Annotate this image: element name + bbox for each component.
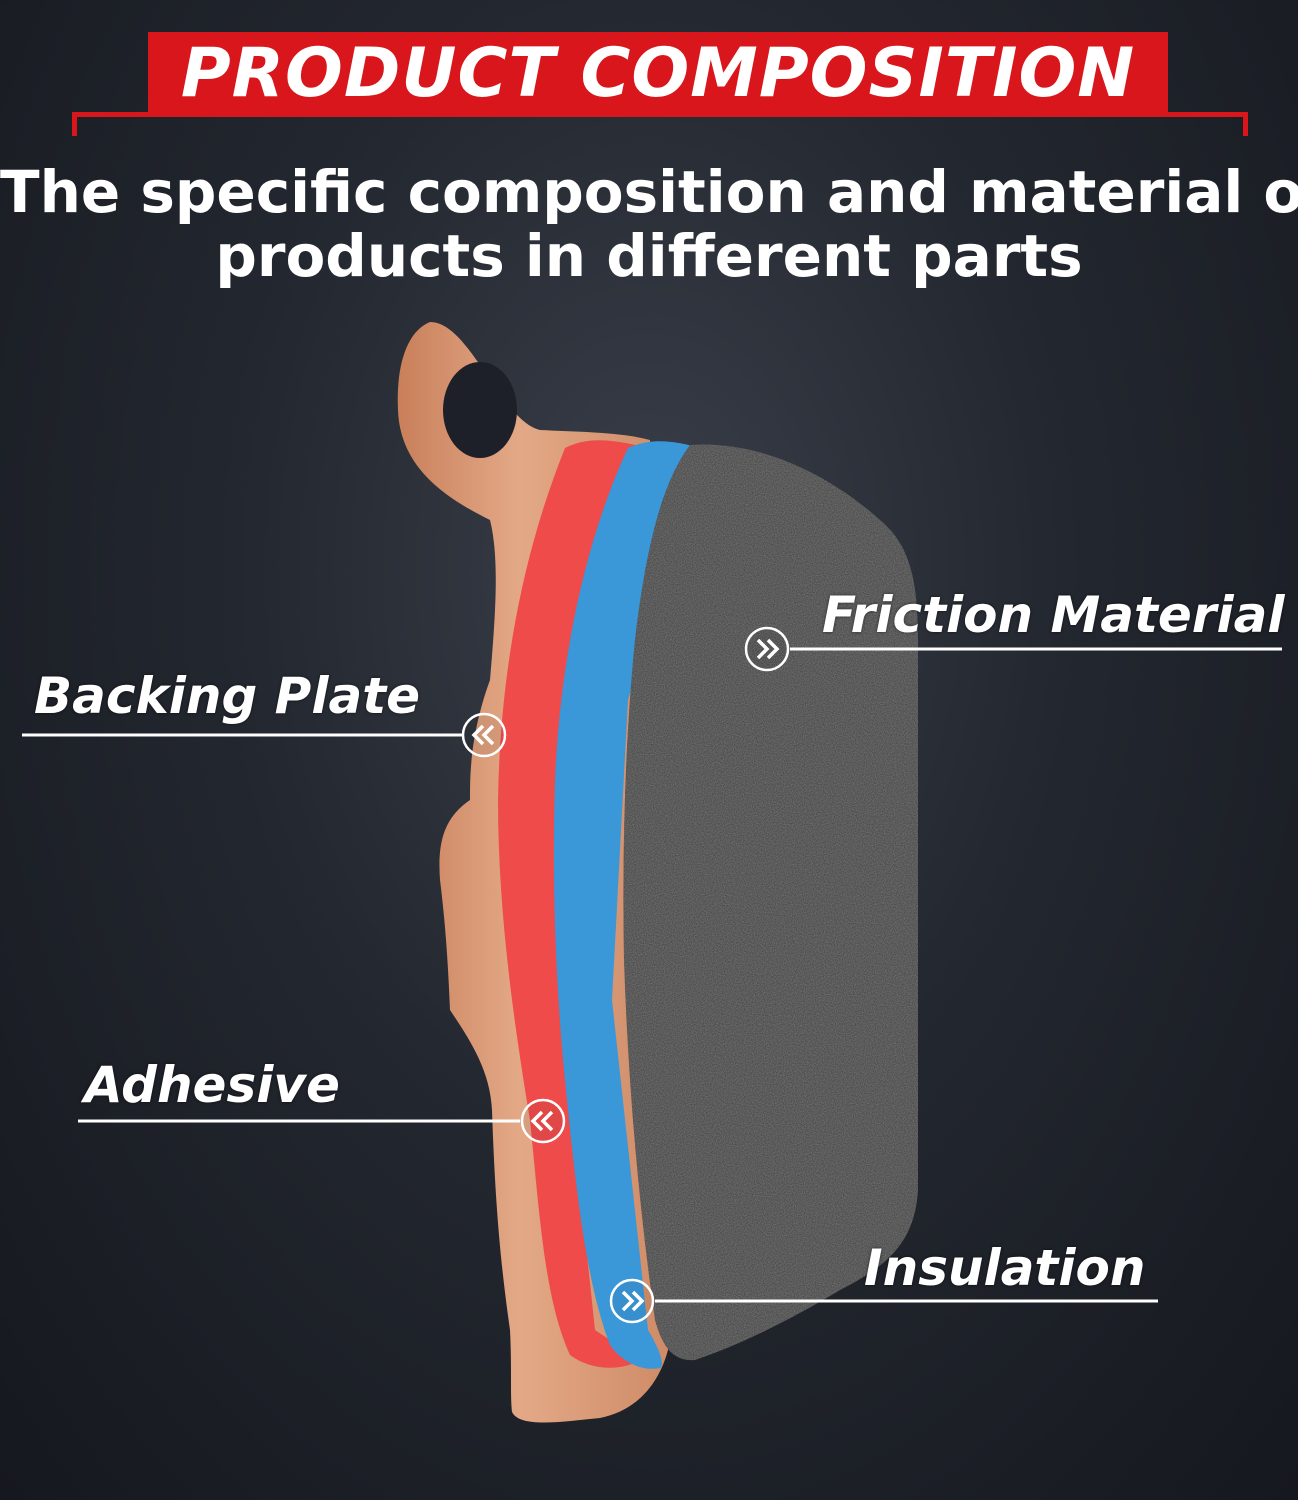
double-chevron-right-icon xyxy=(744,626,790,672)
header-bracket xyxy=(72,112,1248,136)
adhesive-layer-shape xyxy=(498,440,640,1368)
backing-plate-label: Backing Plate xyxy=(34,667,421,725)
header-banner xyxy=(148,32,1168,114)
friction-material-label: Friction Material xyxy=(822,586,1285,644)
friction-material-texture xyxy=(623,444,918,1361)
header-title: PRODUCT COMPOSITION xyxy=(180,33,1136,113)
double-chevron-left-icon xyxy=(461,712,507,758)
double-chevron-right-icon xyxy=(609,1278,655,1324)
subtitle: The specific composition and material of… xyxy=(0,160,1298,288)
insulation-label: Insulation xyxy=(864,1239,1146,1297)
mounting-hole xyxy=(443,362,517,458)
adhesive-label: Adhesive xyxy=(84,1056,340,1114)
insulation-layer-shape xyxy=(553,441,700,1369)
subtitle-line-2: products in different parts xyxy=(215,222,1083,290)
double-chevron-left-icon xyxy=(520,1098,566,1144)
subtitle-line-1: The specific composition and material of xyxy=(0,158,1298,226)
